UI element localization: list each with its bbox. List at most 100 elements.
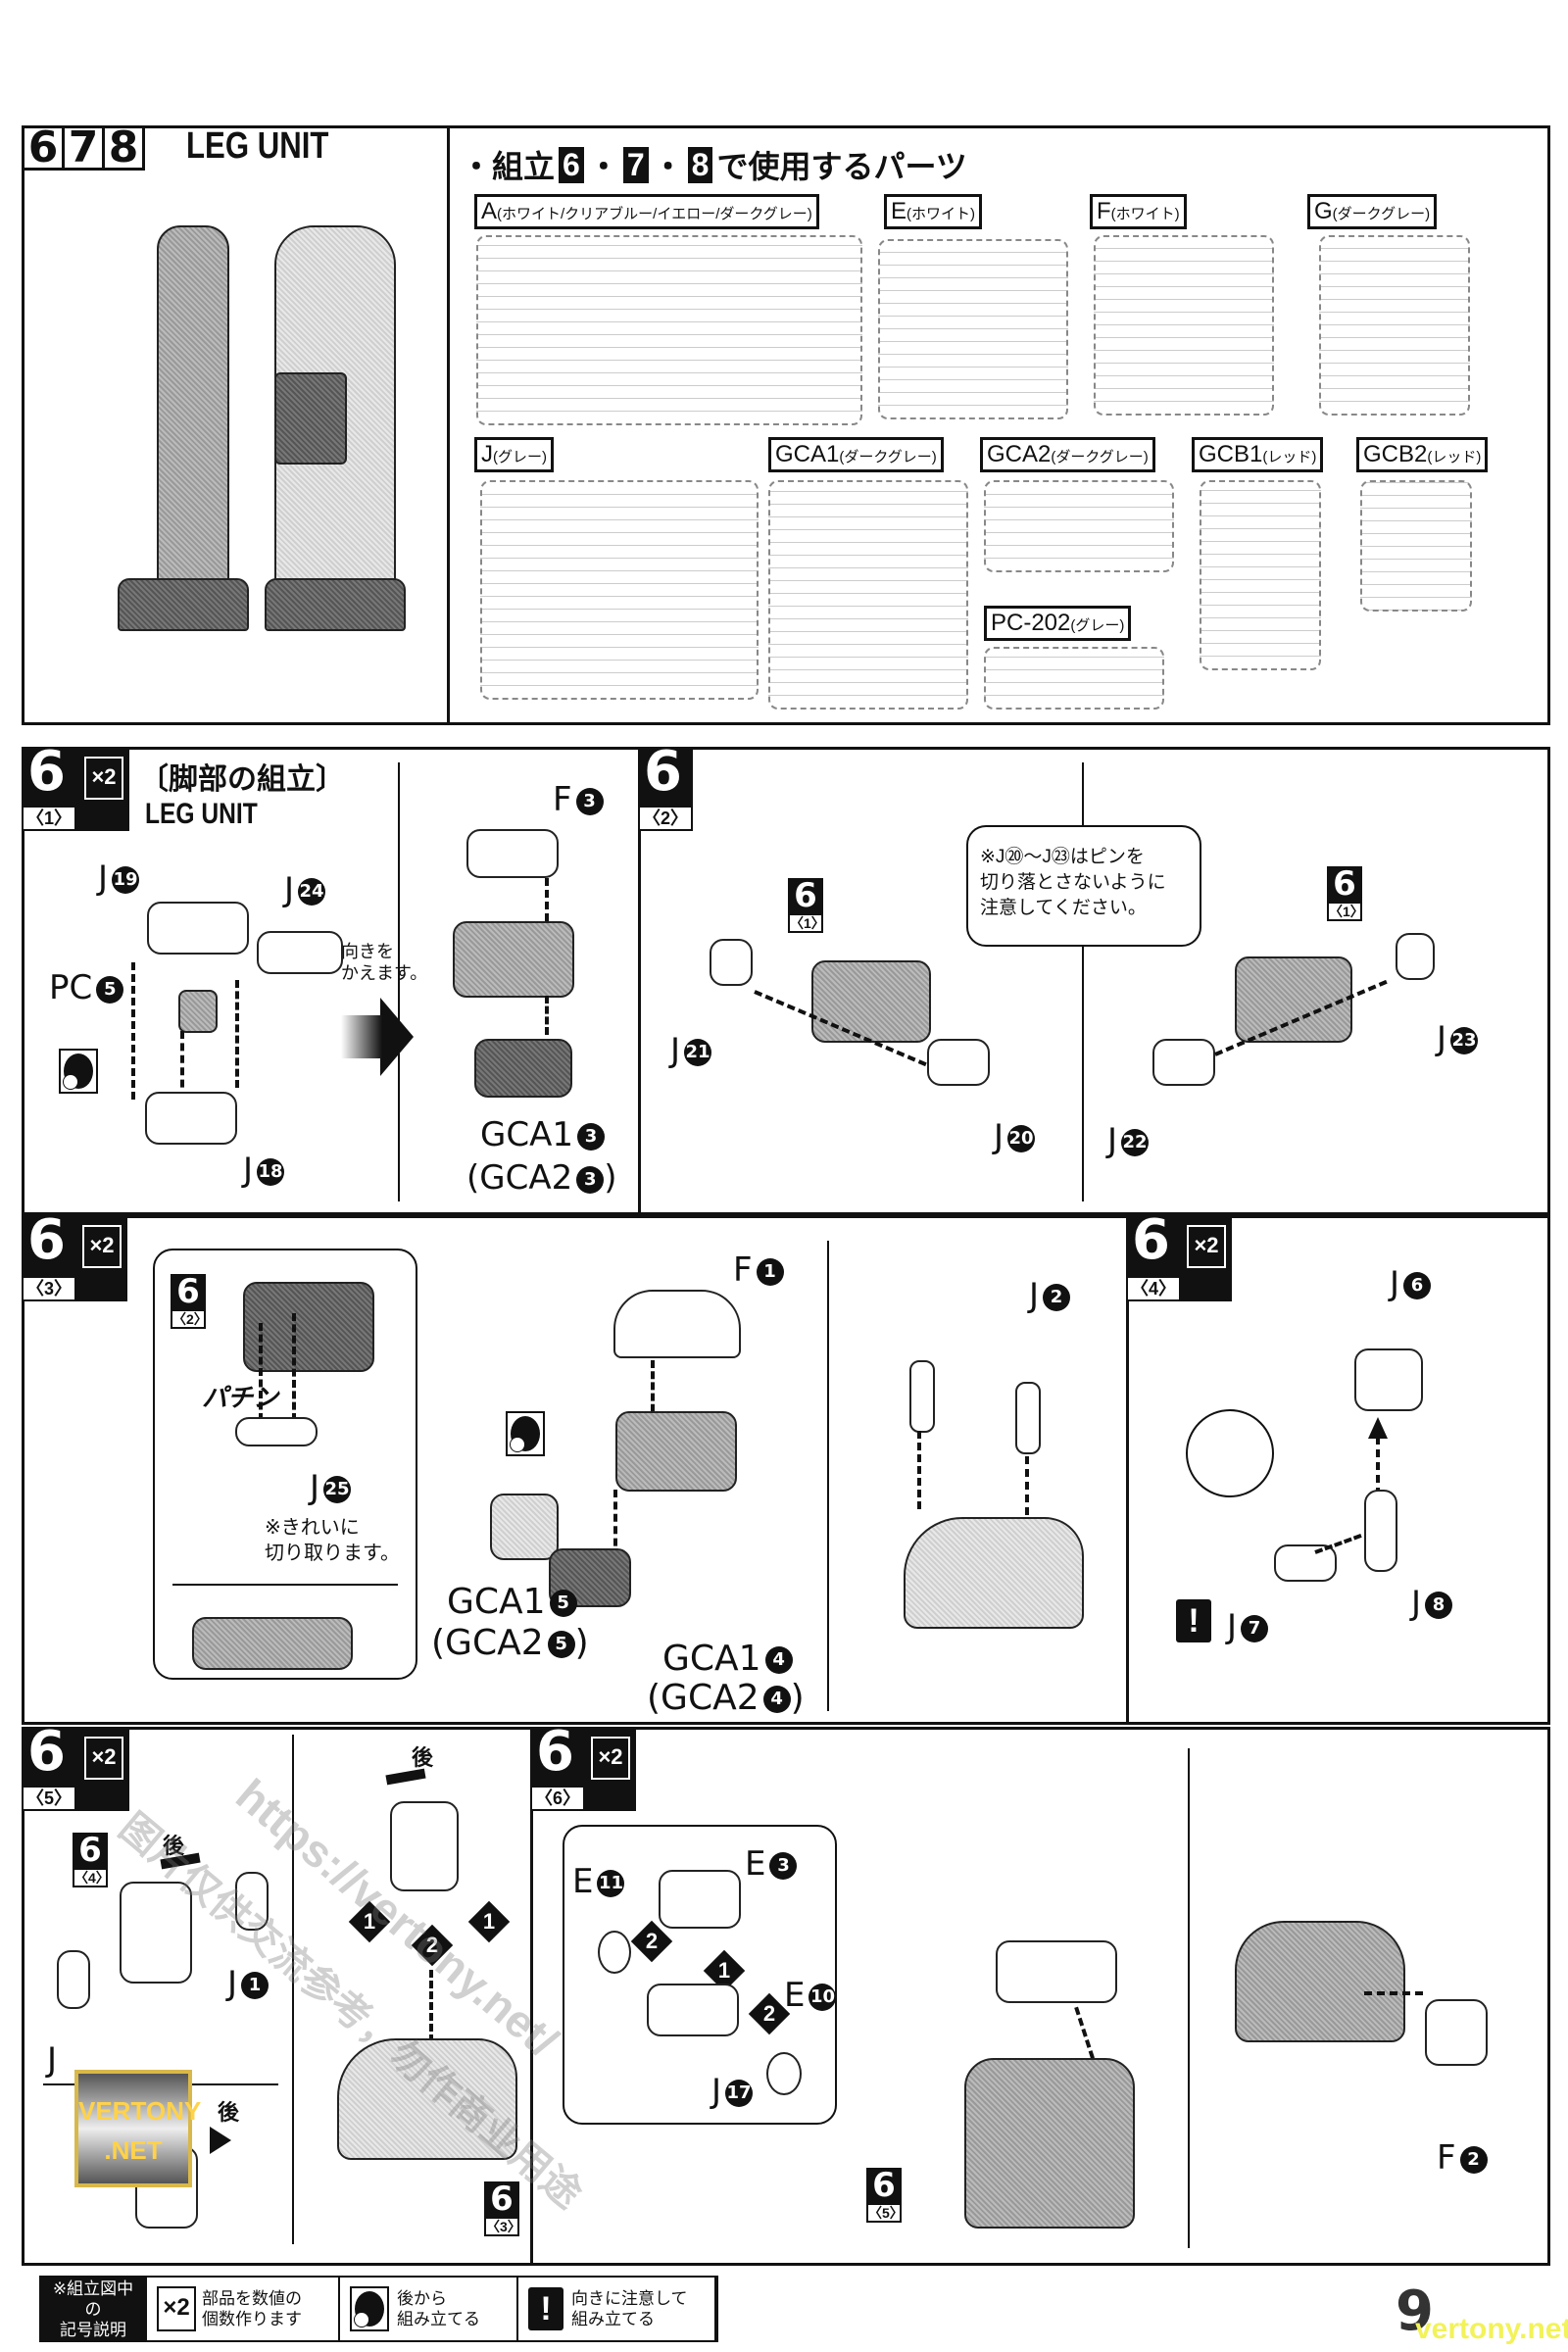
- label-letter: J: [1390, 1264, 1400, 1303]
- runner-A-image: [476, 235, 862, 425]
- step-6-divider: [1188, 1748, 1190, 2248]
- symbol-legend: ※組立図中の 記号説明 ×2 部品を数値の 個数作ります 後から 組み立てる !…: [39, 2276, 718, 2342]
- step-number: 6: [27, 740, 66, 804]
- label-letter: J: [670, 1031, 681, 1070]
- legend-text: 後から 組み立てる: [397, 2289, 480, 2328]
- label-letter: J: [1107, 1121, 1118, 1160]
- step-sub: 〈2〉: [640, 808, 692, 829]
- part-J17: [647, 1984, 739, 2036]
- detail-divider: [172, 1584, 398, 1586]
- turn-note: 向きを かえます。: [341, 942, 428, 983]
- runner-color: (レッド): [1427, 449, 1482, 466]
- runner-F-image: [1094, 235, 1274, 416]
- part-J2-b: [1015, 1382, 1041, 1454]
- page-number: 9: [1396, 2279, 1434, 2343]
- top-divider: [447, 125, 450, 725]
- turn-arrow-tail: [341, 1015, 382, 1058]
- part-number: 25: [323, 1475, 352, 1503]
- legend-text: 部品を数値の 個数作ります: [202, 2289, 302, 2328]
- ref-badge-6-4: 6〈4〉: [73, 1833, 110, 1887]
- part-number: 4: [764, 1646, 793, 1674]
- part-number: 21: [684, 1038, 712, 1066]
- guide-line: [545, 878, 549, 921]
- step-1-divider: [398, 762, 400, 1201]
- leg-unit-illustration: [98, 216, 412, 666]
- step-badge-6-1: 6 〈1〉 ×2: [22, 743, 129, 831]
- guide-line: [1364, 1991, 1423, 1995]
- label-letter: J: [310, 1468, 320, 1507]
- runner-color: (グレー): [493, 449, 547, 466]
- cut-note: ※きれいに 切り取ります。: [265, 1517, 400, 1564]
- runner-id: E: [891, 198, 907, 224]
- step-badge-6-3: 6 〈3〉 ×2: [22, 1211, 127, 1301]
- part-J22: [1152, 1039, 1215, 1086]
- assembled-joint: [453, 921, 574, 998]
- runner-color: (グレー): [1070, 617, 1125, 634]
- part-number: 3: [576, 1165, 605, 1194]
- detail-result: [192, 1617, 353, 1670]
- ref-badge-6-1: 6〈1〉: [788, 878, 825, 933]
- legend-item-x2: ×2 部品を数値の 個数作ります: [147, 2278, 340, 2340]
- guide-line: [1025, 1456, 1029, 1515]
- leg-joint-detail: [243, 1282, 374, 1372]
- ref-badge-6-1-right: 6〈1〉: [1327, 866, 1364, 921]
- label-letter: E: [745, 1844, 766, 1884]
- ref-sub: 〈2〉: [171, 1309, 208, 1329]
- footer-watermark: vertony.net: [1415, 2313, 1568, 2345]
- label-letter: J: [711, 2072, 722, 2111]
- label-letter: PC: [49, 968, 93, 1007]
- step-6-2-panel: [638, 747, 1550, 1215]
- part-number: 5: [549, 1590, 577, 1617]
- part-number: 7: [1241, 1614, 1269, 1642]
- runner-label-GCB1: GCB1(レッド): [1192, 437, 1324, 472]
- label-letter: J: [47, 2040, 58, 2080]
- build-later-icon: [506, 1411, 546, 1456]
- step-title-jp: 〔脚部の組立〕: [139, 763, 345, 796]
- part-number: 1: [241, 1971, 270, 1999]
- part-number: 3: [575, 787, 604, 815]
- part-F2: [1425, 1999, 1488, 2066]
- step-2-divider: [1082, 762, 1084, 1201]
- runner-PC-202-image: [984, 647, 1164, 710]
- guide-line: [180, 1031, 184, 1100]
- parts-step-6: 6: [559, 146, 584, 183]
- foot-base-3: [337, 2038, 517, 2160]
- step-badge-6-4: 6 〈4〉 ×2: [1126, 1211, 1232, 1301]
- legend-text: 向きに注意して 組み立てる: [571, 2289, 688, 2328]
- step-badge-6-2: 6 〈2〉: [638, 743, 693, 831]
- guide-line: [429, 1970, 433, 2042]
- part-E10: [766, 2052, 802, 2095]
- part-J6: [1354, 1348, 1423, 1411]
- step-sub: 〈6〉: [532, 1788, 584, 1809]
- header-step-8: 8: [102, 125, 145, 171]
- guide-line: [259, 1323, 263, 1421]
- step-sub: 〈3〉: [24, 1278, 75, 1299]
- back-arrow-right-icon: [210, 2127, 231, 2154]
- step-title-en: LEG UNIT: [145, 798, 258, 830]
- section-title: LEG UNIT: [186, 125, 329, 167]
- runner-color: (ホワイト): [906, 206, 976, 222]
- pin-caution-note: ※J⑳～J㉓はピンを 切り落とさないように 注意してください。: [980, 847, 1166, 918]
- legend-heading: ※組立図中の 記号説明: [41, 2278, 147, 2340]
- runner-label-J: J(グレー): [474, 437, 554, 472]
- label-letter: GCA1: [447, 1582, 546, 1622]
- step-badge-6-5: 6 〈5〉 ×2: [22, 1723, 129, 1811]
- part-number: 18: [257, 1157, 285, 1186]
- part-number: 3: [576, 1122, 605, 1151]
- step-sub: 〈5〉: [24, 1788, 75, 1809]
- leg-joint-assembly: [615, 1411, 737, 1492]
- order-number: 1: [482, 1909, 496, 1934]
- part-J23: [1396, 933, 1435, 980]
- part-number: 5: [547, 1631, 575, 1658]
- ref-badge-6-5: 6〈5〉: [866, 2168, 904, 2223]
